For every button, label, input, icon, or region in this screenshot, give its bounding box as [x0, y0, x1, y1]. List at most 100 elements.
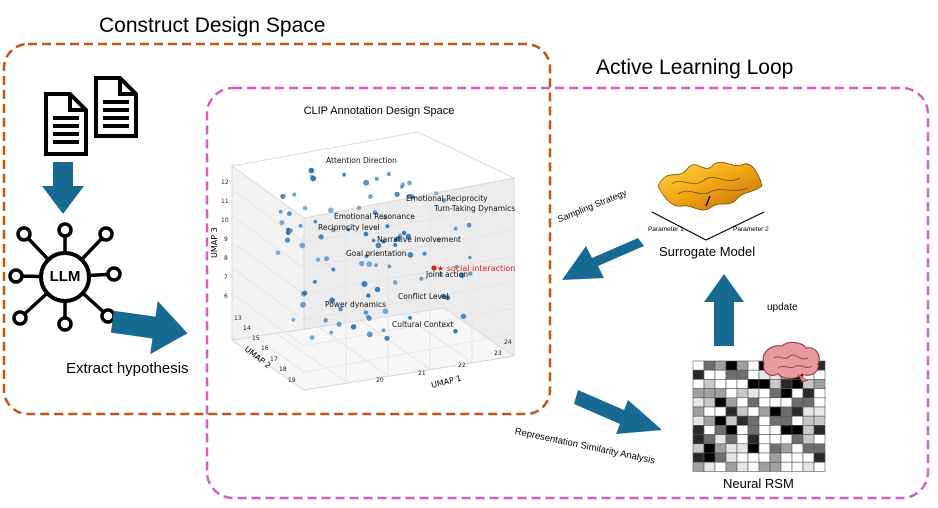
y-tick: 13: [234, 315, 242, 322]
scatter-point: [302, 290, 308, 296]
rsm-cell: [780, 406, 793, 417]
rsm-cell: [780, 388, 793, 399]
scatter-point: [383, 215, 388, 220]
scatter-point: [445, 295, 451, 301]
rsm-cell: [758, 415, 771, 426]
rsm-cell: [736, 369, 749, 380]
rsm-cell: [703, 425, 716, 435]
annotation: Attention Direction: [326, 156, 397, 165]
scatter-point: [385, 224, 390, 229]
rsm-cell: [714, 406, 727, 417]
update-label: update: [767, 302, 798, 313]
sampling-arrow: [562, 238, 644, 280]
rsm-cell: [802, 452, 815, 463]
scatter-point: [338, 306, 343, 312]
rsm-cell: [747, 443, 760, 454]
document-icons: [44, 76, 138, 156]
design-space-plot: CLIP Annotation Design Space Attention D…: [208, 100, 550, 400]
rsm-cell: [725, 379, 738, 389]
rsm-cell: [791, 425, 804, 435]
active-loop-title: Active Learning Loop: [596, 56, 794, 79]
rsm-cell: [802, 397, 815, 408]
rsm-cell: [692, 415, 705, 426]
rsm-cell: [758, 452, 771, 463]
annotation: Narrative involvement: [377, 235, 461, 244]
scatter-point: [366, 261, 373, 267]
rsm-cell: [736, 406, 749, 417]
parameter-1-label: Parameter 1: [648, 226, 684, 233]
rsm-cell: [758, 397, 771, 408]
rsm-cell: [747, 461, 760, 472]
rsm-cell: [813, 425, 826, 435]
construct-title: Construct Design Space: [99, 14, 326, 37]
rsm-cell: [758, 461, 771, 472]
scatter-point: [392, 280, 398, 285]
scatter-point: [374, 263, 378, 268]
x-tick-labels: 20 21 22 23 24: [376, 339, 512, 384]
z-tick: 10: [221, 217, 229, 224]
update-arrow: [704, 274, 744, 346]
scatter-point: [300, 301, 306, 308]
rsm-cell: [714, 425, 727, 435]
annotation: Power dynamics: [325, 300, 386, 309]
scatter-point: [405, 233, 412, 240]
rsm-cell: [791, 452, 804, 463]
y-tick: 19: [288, 377, 296, 384]
scatter-point: [299, 242, 306, 249]
rsm-cell: [758, 425, 771, 435]
rsm-cell: [769, 415, 782, 426]
rsm-cell: [725, 360, 738, 371]
scatter-point: [328, 207, 334, 213]
right-arrow-extract: [110, 300, 188, 355]
z-tick: 7: [224, 274, 228, 281]
scatter-point: [387, 264, 392, 269]
extract-hypothesis-label: Extract hypothesis: [66, 360, 189, 377]
rsm-cell: [703, 443, 716, 454]
rsm-cell: [747, 406, 760, 417]
rsm-cell: [725, 388, 738, 399]
scatter-point: [309, 174, 314, 179]
rsm-cell: [769, 397, 782, 408]
down-arrow: [42, 162, 84, 214]
rsm-cell: [725, 452, 738, 463]
rsm-cell: [780, 443, 793, 454]
rsm-cell: [791, 434, 804, 445]
scatter-point: [466, 222, 472, 228]
scatter-point: [407, 180, 412, 186]
rsm-cell: [747, 388, 760, 399]
annotation: Turn-Taking Dynamics: [433, 204, 515, 213]
rsm-cell: [714, 379, 727, 389]
scatter-point: [382, 308, 389, 314]
rsm-cell: [736, 452, 749, 463]
scatter-point: [368, 194, 373, 199]
x-tick: 20: [376, 377, 384, 384]
rsm-cell: [736, 388, 749, 399]
scatter-point: [280, 193, 286, 199]
top-back: [230, 131, 516, 219]
highlight-label: ★ social interaction: [437, 264, 515, 273]
scatter-point: [324, 256, 329, 262]
rsm-cell: [714, 443, 727, 454]
scatter-point: [279, 220, 285, 226]
document-icon: [44, 92, 88, 156]
llm-label: LLM: [49, 268, 81, 285]
z-tick: 12: [221, 179, 229, 186]
plot-title: CLIP Annotation Design Space: [303, 105, 455, 117]
scatter-point: [298, 223, 303, 228]
scatter-point: [346, 227, 351, 232]
rsm-cell: [802, 461, 815, 472]
rsm-cell: [813, 388, 826, 399]
rsm-cell: [736, 443, 749, 454]
x-tick: 23: [494, 350, 502, 357]
rsm-cell: [769, 434, 782, 445]
scatter-point: [375, 242, 382, 249]
scatter-point: [363, 179, 370, 186]
rsm-cell: [725, 443, 738, 454]
rsm-cell: [747, 452, 760, 463]
rsm-cell: [692, 425, 705, 435]
scatter-point: [438, 272, 444, 277]
highlight-point: [431, 265, 437, 271]
rsm-cell: [692, 369, 705, 380]
rsm-cell: [736, 425, 749, 435]
rsm-cell: [703, 397, 716, 408]
